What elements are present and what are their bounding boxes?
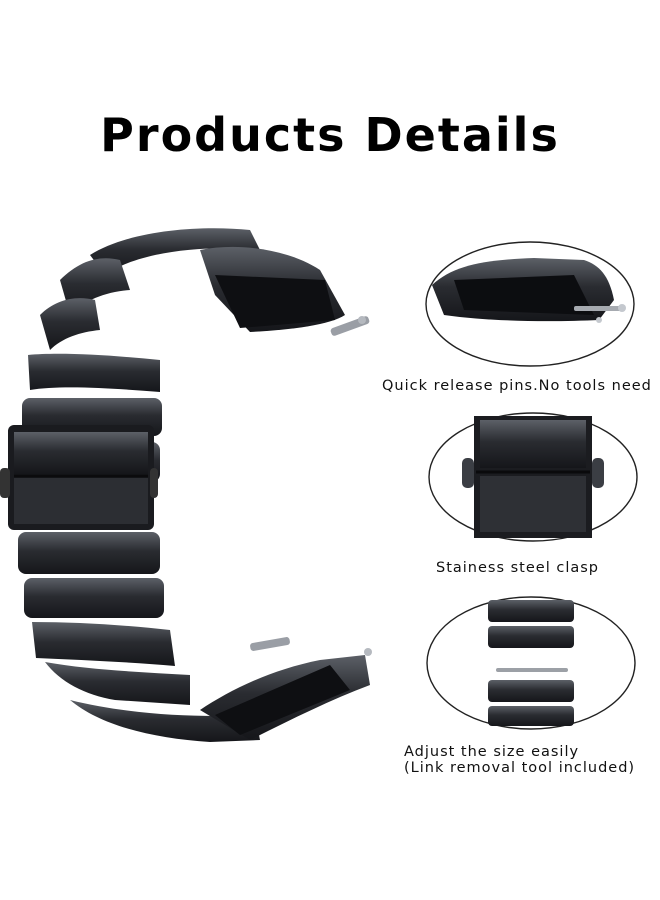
caption-line: Adjust the size easily <box>404 744 580 760</box>
lower-links <box>18 532 260 742</box>
page-title: Products Details <box>100 108 560 162</box>
quick-release-pin-detail <box>425 241 635 367</box>
watch-band-image <box>0 228 372 742</box>
caption-line: (Link removal tool included) <box>404 760 636 776</box>
caption-line: Stainess steel clasp <box>436 560 599 576</box>
lower-end-piece <box>200 637 372 740</box>
feature-caption-3: Adjust the size easily (Link removal too… <box>404 744 635 776</box>
caption-line: Quick release pins.No tools need <box>382 378 652 394</box>
upper-end-piece <box>200 246 370 336</box>
feature-caption-2: Stainess steel clasp <box>436 560 599 576</box>
feature-caption-1: Quick release pins.No tools need <box>382 378 652 394</box>
link-removal-detail <box>426 596 636 730</box>
clasp-detail <box>428 412 638 542</box>
clasp <box>0 425 158 530</box>
